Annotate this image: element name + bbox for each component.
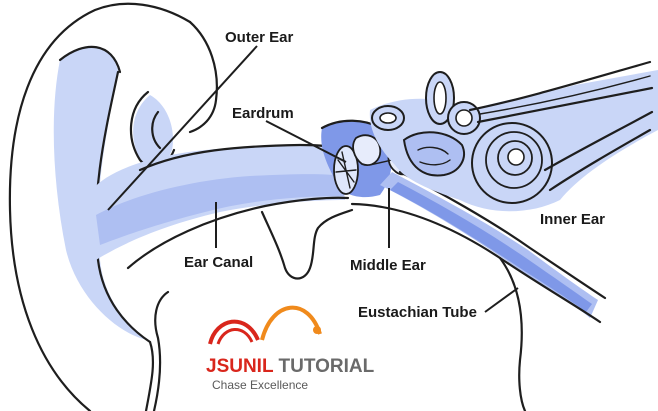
label-middle-ear: Middle Ear [350,257,426,274]
concha-shape [129,20,218,169]
logo-tagline: Chase Excellence [212,378,308,392]
label-outer-ear: Outer Ear [225,29,294,46]
label-eustachian-tube: Eustachian Tube [358,304,477,321]
leader-lines [107,45,519,313]
eustachian-tube-leader [484,287,519,313]
eardrum-leader [265,120,347,163]
logo-arc-red-inner-icon [216,328,254,345]
logo-wordmark: JSUNIL TUTORIAL [206,356,375,377]
outer-ear-leader [107,45,258,211]
logo-arc-red-outer-icon [208,319,260,345]
label-inner-ear: Inner Ear [540,211,605,228]
lower-cartilage-shape [260,208,354,280]
inner-ear-shape [369,60,658,212]
label-eardrum: Eardrum [232,105,294,122]
ear-canal-shape [92,143,350,270]
watermark-logo: JSUNIL TUTORIAL Chase Excellence [206,305,375,392]
logo-dot-icon [313,326,321,334]
eustachian-tube-shape [350,170,607,411]
label-ear-canal: Ear Canal [184,254,253,271]
logo-arc-orange-icon [260,305,322,341]
